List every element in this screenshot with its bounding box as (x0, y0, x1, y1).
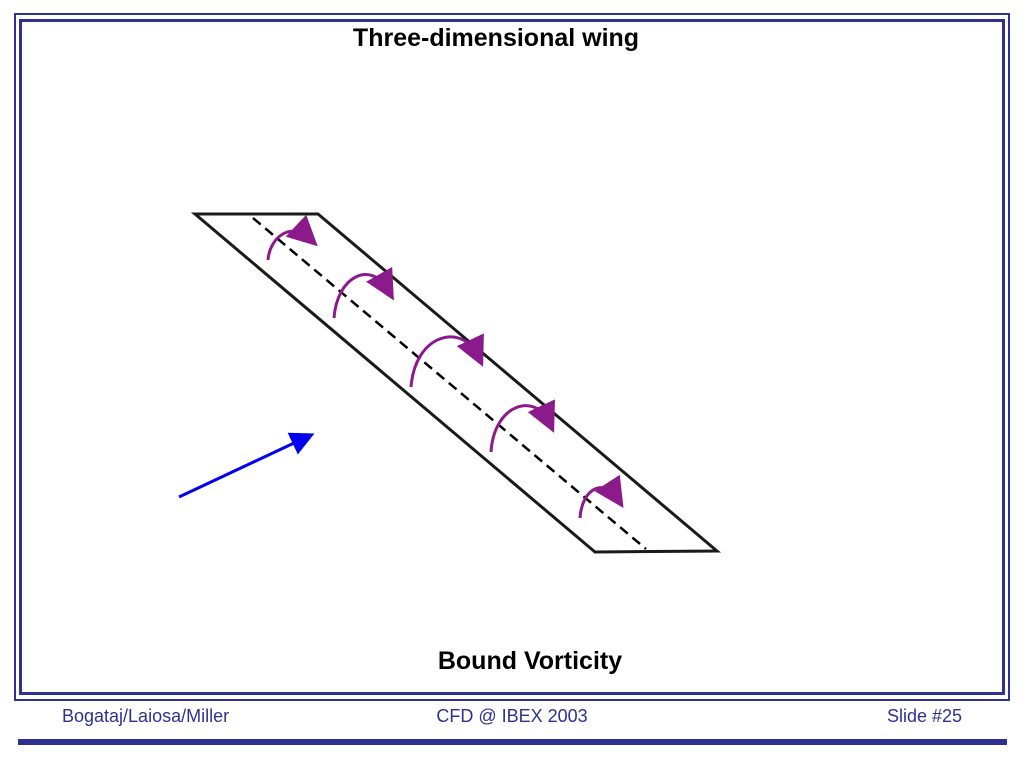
footer-event: CFD @ IBEX 2003 (436, 706, 588, 726)
slide-frame-inner (19, 19, 1005, 695)
circulation-arrow-icon (489, 399, 555, 453)
circulation-arrow-icon (578, 474, 624, 519)
circulation-arrow-icon (409, 333, 484, 388)
freestream-arrow-icon (178, 432, 315, 499)
footer-bar (18, 739, 1007, 745)
footer-slide-number: Slide #25 (886, 706, 962, 726)
footer-authors: Bogataj/Laiosa/Miller (62, 706, 230, 726)
slide-frame-outer (14, 13, 1010, 701)
slide-title: Three-dimensional wing (352, 24, 640, 52)
wing-outline (190, 212, 722, 554)
circulation-arrow-icon (332, 266, 394, 319)
bound-vortex-line (252, 217, 647, 550)
circulation-arrow-icon (266, 214, 318, 261)
diagram-caption: Bound Vorticity (437, 647, 623, 675)
